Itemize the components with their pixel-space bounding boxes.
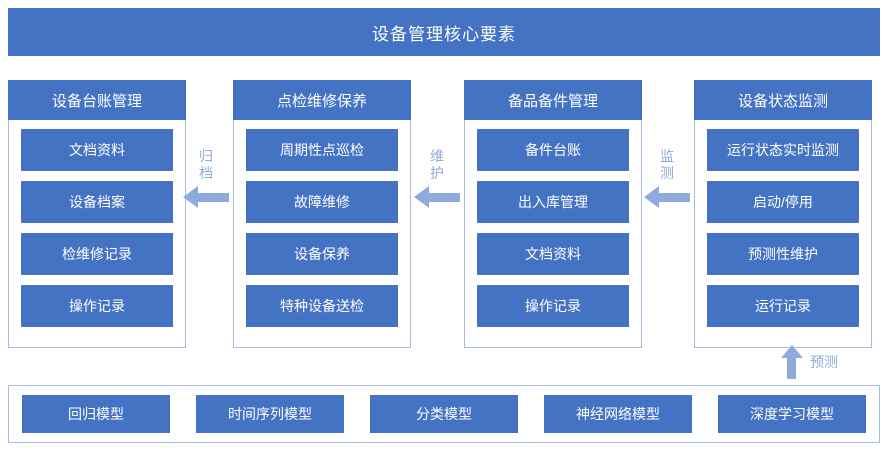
card-item[interactable]: 故障维修 bbox=[246, 181, 398, 223]
card-body: 文档资料 设备档案 检维修记录 操作记录 bbox=[9, 121, 185, 347]
card-title: 设备状态监测 bbox=[737, 92, 828, 110]
card-header: 设备状态监测 bbox=[694, 80, 872, 120]
card-body: 备件台账 出入库管理 文档资料 操作记录 bbox=[465, 121, 641, 347]
card-item[interactable]: 文档资料 bbox=[477, 233, 629, 275]
card-item[interactable]: 操作记录 bbox=[21, 285, 173, 327]
card-title: 设备台账管理 bbox=[51, 92, 142, 110]
card-item[interactable]: 出入库管理 bbox=[477, 181, 629, 223]
arrow-left-icon bbox=[183, 186, 229, 208]
model-item[interactable]: 回归模型 bbox=[22, 395, 170, 433]
card-item[interactable]: 启动/停用 bbox=[707, 181, 859, 223]
arrow-group-prediction: 预测 bbox=[781, 345, 881, 379]
arrow-label: 预测 bbox=[810, 354, 838, 370]
model-item[interactable]: 深度学习模型 bbox=[718, 395, 866, 433]
card-title: 备品备件管理 bbox=[507, 92, 598, 110]
card-spare-parts: 备品备件管理 备件台账 出入库管理 文档资料 操作记录 bbox=[464, 80, 642, 348]
card-item[interactable]: 文档资料 bbox=[21, 129, 173, 171]
card-item[interactable]: 设备档案 bbox=[21, 181, 173, 223]
model-item[interactable]: 神经网络模型 bbox=[544, 395, 692, 433]
arrow-up-icon bbox=[781, 345, 803, 379]
card-item[interactable]: 备件台账 bbox=[477, 129, 629, 171]
card-item[interactable]: 运行记录 bbox=[707, 285, 859, 327]
card-header: 点检维修保养 bbox=[233, 80, 411, 120]
card-title: 点检维修保养 bbox=[276, 92, 367, 110]
card-header: 备品备件管理 bbox=[464, 80, 642, 120]
card-item[interactable]: 特种设备送检 bbox=[246, 285, 398, 327]
card-equipment-ledger: 设备台账管理 文档资料 设备档案 检维修记录 操作记录 bbox=[8, 80, 186, 348]
model-item[interactable]: 时间序列模型 bbox=[196, 395, 344, 433]
card-status-monitoring: 设备状态监测 运行状态实时监测 启动/停用 预测性维护 运行记录 bbox=[694, 80, 872, 348]
card-header: 设备台账管理 bbox=[8, 80, 186, 120]
card-body: 运行状态实时监测 启动/停用 预测性维护 运行记录 bbox=[695, 121, 871, 347]
page-title-banner: 设备管理核心要素 bbox=[8, 8, 880, 56]
card-item[interactable]: 检维修记录 bbox=[21, 233, 173, 275]
card-item[interactable]: 预测性维护 bbox=[707, 233, 859, 275]
arrow-label: 监测 bbox=[660, 148, 674, 181]
page-title: 设备管理核心要素 bbox=[372, 24, 516, 44]
arrow-left-icon bbox=[414, 186, 460, 208]
arrow-label: 维护 bbox=[430, 148, 444, 181]
arrow-group-archive: 归档 bbox=[180, 148, 232, 208]
arrow-label: 归档 bbox=[199, 148, 213, 181]
card-item[interactable]: 操作记录 bbox=[477, 285, 629, 327]
arrow-left-icon bbox=[644, 186, 690, 208]
arrow-group-monitoring: 监测 bbox=[641, 148, 693, 208]
card-body: 周期性点巡检 故障维修 设备保养 特种设备送检 bbox=[234, 121, 410, 347]
models-container: 回归模型 时间序列模型 分类模型 神经网络模型 深度学习模型 bbox=[8, 385, 880, 443]
card-item[interactable]: 运行状态实时监测 bbox=[707, 129, 859, 171]
card-item[interactable]: 设备保养 bbox=[246, 233, 398, 275]
model-item[interactable]: 分类模型 bbox=[370, 395, 518, 433]
card-inspection-maintenance: 点检维修保养 周期性点巡检 故障维修 设备保养 特种设备送检 bbox=[233, 80, 411, 348]
arrow-group-maintenance: 维护 bbox=[411, 148, 463, 208]
card-item[interactable]: 周期性点巡检 bbox=[246, 129, 398, 171]
